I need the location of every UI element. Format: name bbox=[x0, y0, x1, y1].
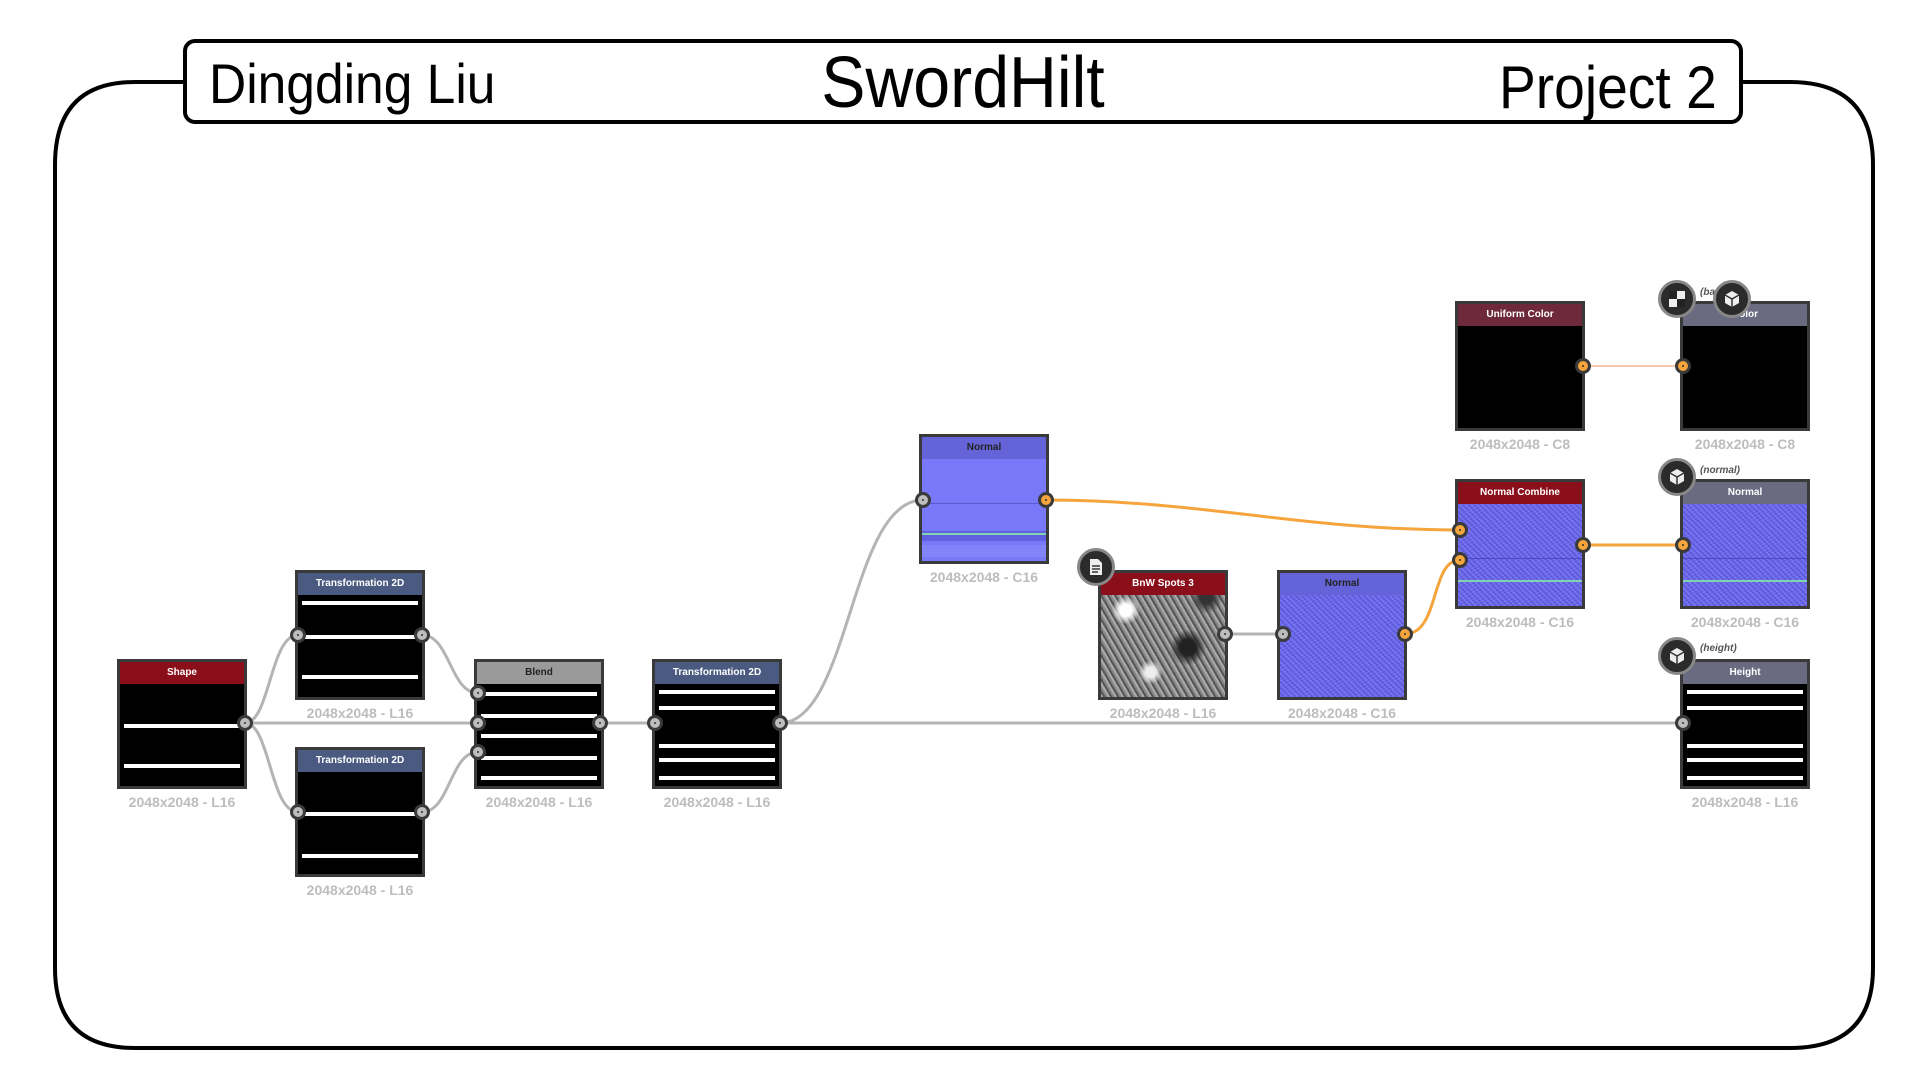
input-pin[interactable] bbox=[470, 685, 486, 701]
node-size-label: 2048x2048 - L16 bbox=[1691, 794, 1799, 810]
node-size-label: 2048x2048 - L16 bbox=[128, 794, 236, 810]
node-size-label: 2048x2048 - C16 bbox=[1690, 614, 1800, 630]
node-header: Transformation 2D bbox=[298, 750, 422, 772]
output-pin[interactable] bbox=[772, 715, 788, 731]
graph-title: SwordHilt bbox=[821, 43, 1105, 123]
output-pin[interactable] bbox=[1397, 626, 1413, 642]
node-transformation-2d-bottom[interactable]: Transformation 2D 2048x2048 - L16 bbox=[295, 747, 425, 898]
node-size-label: 2048x2048 - L16 bbox=[1109, 705, 1217, 721]
output-pin[interactable] bbox=[1038, 492, 1054, 508]
node-size-label: 2048x2048 - L16 bbox=[306, 882, 414, 898]
node-normal-combine[interactable]: Normal Combine 2048x2048 - C16 bbox=[1455, 479, 1585, 630]
node-output-basecolor[interactable]: Color 2048x2048 - C8 bbox=[1680, 301, 1810, 452]
node-blend[interactable]: Blend 2048x2048 - L16 bbox=[474, 659, 604, 810]
input-pin[interactable] bbox=[915, 492, 931, 508]
node-size-label: 2048x2048 - C16 bbox=[929, 569, 1039, 585]
node-header: Normal bbox=[922, 437, 1046, 459]
node-size-label: 2048x2048 - C8 bbox=[1694, 436, 1796, 452]
node-preview bbox=[655, 684, 779, 786]
node-transformation-2d-top[interactable]: Transformation 2D 2048x2048 - L16 bbox=[295, 570, 425, 721]
input-pin[interactable] bbox=[470, 715, 486, 731]
node-size-label: 2048x2048 - C16 bbox=[1287, 705, 1397, 721]
input-pin[interactable] bbox=[290, 804, 306, 820]
node-header: Transformation 2D bbox=[655, 662, 779, 684]
node-header: Shape bbox=[120, 662, 244, 684]
node-size-label: 2048x2048 - L16 bbox=[485, 794, 593, 810]
author-name: Dingding Liu bbox=[209, 52, 496, 115]
node-shape[interactable]: Shape 2048x2048 - L16 bbox=[117, 659, 247, 810]
output-pin[interactable] bbox=[592, 715, 608, 731]
output-pin[interactable] bbox=[1217, 626, 1233, 642]
wire-normal-a-combine bbox=[1045, 498, 1461, 532]
wire-shape-transform-bottom bbox=[244, 721, 299, 814]
node-preview bbox=[120, 684, 244, 786]
node-output-normal[interactable]: Normal 2048x2048 - C16 bbox=[1680, 479, 1810, 630]
node-preview bbox=[1683, 684, 1807, 786]
input-pin[interactable] bbox=[1452, 522, 1468, 538]
input-pin[interactable] bbox=[1675, 715, 1691, 731]
node-header: Normal bbox=[1683, 482, 1807, 504]
node-header: Blend bbox=[477, 662, 601, 684]
project-label: Project 2 bbox=[1499, 54, 1717, 121]
node-transformation-2d-main[interactable]: Transformation 2D 2048x2048 - L16 bbox=[652, 659, 782, 810]
input-pin[interactable] bbox=[1275, 626, 1291, 642]
input-pin[interactable] bbox=[647, 715, 663, 731]
node-preview bbox=[922, 459, 1046, 561]
output-tag: (ba bbox=[1700, 287, 1715, 298]
node-preview bbox=[298, 772, 422, 874]
node-size-label: 2048x2048 - L16 bbox=[663, 794, 771, 810]
input-pin[interactable] bbox=[1452, 552, 1468, 568]
node-header: Normal bbox=[1280, 573, 1404, 595]
node-header: BnW Spots 3 bbox=[1101, 573, 1225, 595]
node-bnw-spots-3[interactable]: BnW Spots 3 2048x2048 - L16 bbox=[1098, 570, 1228, 721]
document-icon[interactable] bbox=[1077, 548, 1115, 586]
output-pin[interactable] bbox=[414, 627, 430, 643]
node-preview bbox=[477, 684, 601, 786]
cube-icon[interactable] bbox=[1658, 458, 1696, 496]
output-tag: (normal) bbox=[1700, 465, 1740, 476]
node-header: Height bbox=[1683, 662, 1807, 684]
output-pin[interactable] bbox=[414, 804, 430, 820]
cube-icon[interactable] bbox=[1658, 637, 1696, 675]
node-header: Uniform Color bbox=[1458, 304, 1582, 326]
wire-normal-b-combine bbox=[1404, 558, 1461, 636]
wire-transform-top-blend bbox=[421, 633, 479, 695]
wire-transform-normal-a bbox=[779, 498, 924, 725]
input-pin[interactable] bbox=[470, 744, 486, 760]
node-uniform-color[interactable]: Uniform Color 2048x2048 - C8 bbox=[1455, 301, 1585, 452]
input-pin[interactable] bbox=[1675, 358, 1691, 374]
node-header: Transformation 2D bbox=[298, 573, 422, 595]
cube-icon[interactable] bbox=[1713, 280, 1751, 318]
node-preview bbox=[1683, 504, 1807, 606]
node-size-label: 2048x2048 - L16 bbox=[306, 705, 414, 721]
output-pin[interactable] bbox=[1575, 537, 1591, 553]
node-header: Color bbox=[1683, 304, 1807, 326]
output-tag: (height) bbox=[1700, 643, 1737, 654]
node-normal-a[interactable]: Normal 2048x2048 - C16 bbox=[919, 434, 1049, 585]
node-normal-b[interactable]: Normal 2048x2048 - C16 bbox=[1277, 570, 1407, 721]
output-pin[interactable] bbox=[237, 715, 253, 731]
node-size-label: 2048x2048 - C16 bbox=[1465, 614, 1575, 630]
output-pin[interactable] bbox=[1575, 358, 1591, 374]
node-output-height[interactable]: Height 2048x2048 - L16 bbox=[1680, 659, 1810, 810]
node-preview bbox=[1458, 504, 1582, 606]
node-size-label: 2048x2048 - C8 bbox=[1469, 436, 1571, 452]
node-header: Normal Combine bbox=[1458, 482, 1582, 504]
input-pin[interactable] bbox=[1675, 537, 1691, 553]
title-bar: Dingding Liu SwordHilt Project 2 bbox=[183, 39, 1743, 124]
node-preview bbox=[298, 595, 422, 697]
checker-icon[interactable] bbox=[1658, 280, 1696, 318]
input-pin[interactable] bbox=[290, 627, 306, 643]
